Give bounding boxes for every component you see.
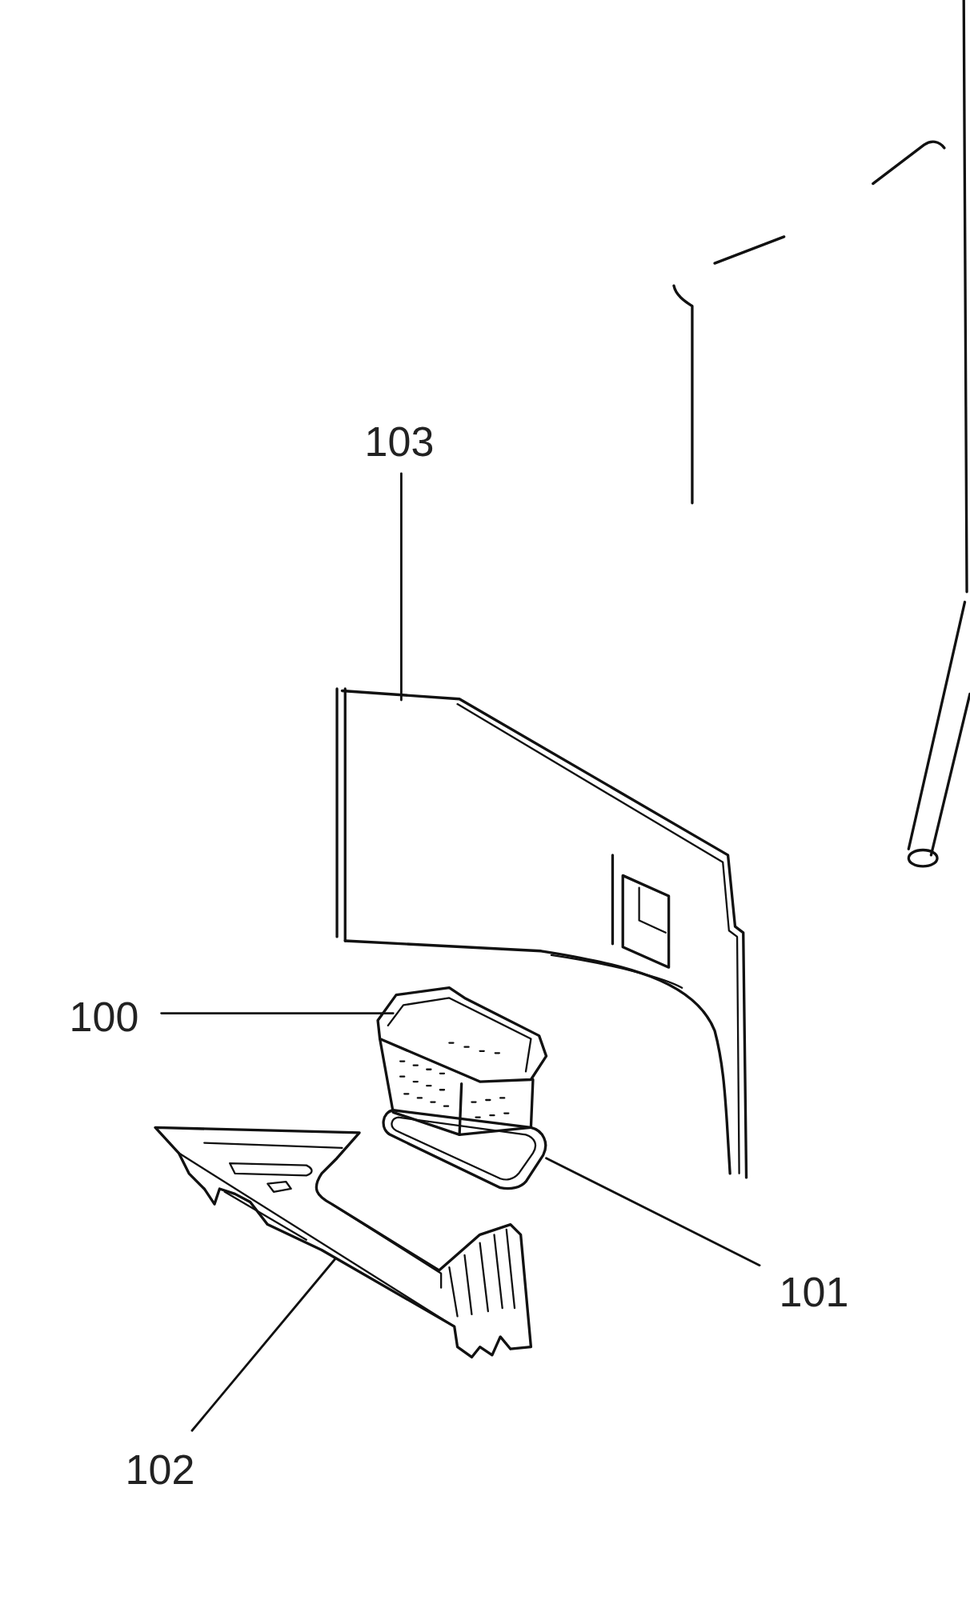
panel — [344, 689, 347, 942]
leg — [908, 602, 965, 850]
basket — [380, 1038, 534, 1135]
basket — [388, 998, 532, 1072]
leg — [930, 693, 970, 856]
panel — [341, 691, 746, 1179]
panel — [335, 689, 338, 938]
callout-number: 101 — [779, 1271, 850, 1314]
frame-edge — [714, 236, 785, 264]
panel-window — [612, 855, 669, 968]
panel — [457, 704, 740, 1175]
basket — [459, 1084, 462, 1136]
callout-number: 103 — [364, 420, 435, 463]
leader-line — [546, 1158, 761, 1267]
panel — [551, 955, 682, 989]
leader-line — [400, 473, 403, 701]
basket — [377, 988, 546, 1083]
gasket — [383, 1110, 546, 1190]
leg-foot — [908, 850, 938, 867]
callout-number: 102 — [125, 1449, 196, 1492]
frame-edge — [673, 285, 693, 504]
leader-line — [161, 1012, 394, 1015]
panel-window — [639, 888, 666, 934]
basket-holes — [400, 1043, 509, 1119]
bracket — [178, 1153, 454, 1327]
gasket — [391, 1118, 536, 1181]
leader-line — [192, 1259, 336, 1431]
callout-number: 100 — [69, 996, 140, 1039]
frame-edge — [873, 141, 945, 184]
bracket-fins — [448, 1230, 515, 1317]
bracket — [204, 1143, 342, 1193]
bracket — [155, 1127, 531, 1358]
panel — [344, 941, 730, 1175]
frame-edge — [963, 0, 967, 593]
